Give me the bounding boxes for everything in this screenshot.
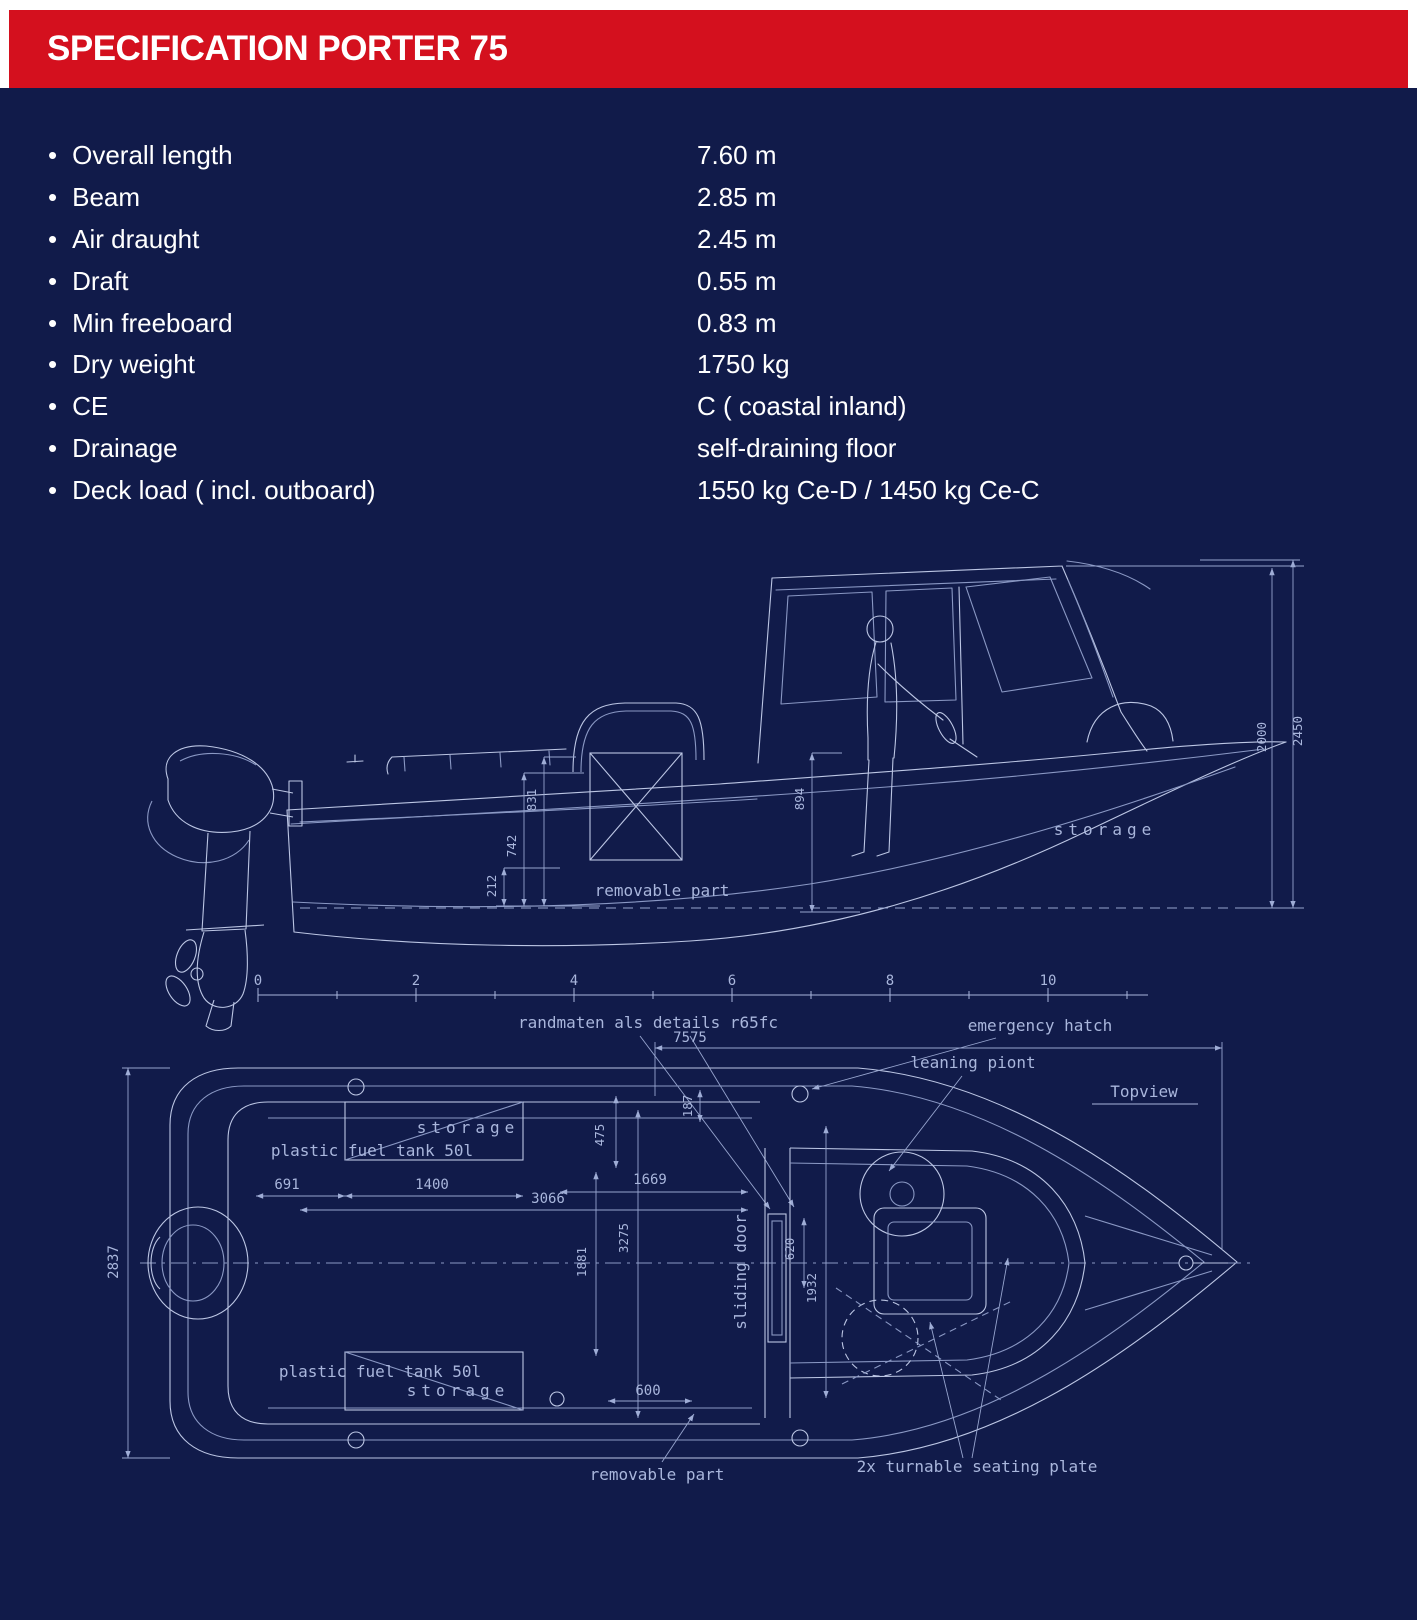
dim-742-label: 742 <box>504 835 519 858</box>
helmsman-figure <box>851 615 978 857</box>
storage-label-top: storage <box>417 1118 519 1137</box>
dim-2450-label: 2450 <box>1290 716 1305 746</box>
topview-label: Topview <box>1110 1082 1178 1101</box>
dim-2837-label: 2837 <box>106 1245 122 1279</box>
dim-831-label: 831 <box>524 789 539 812</box>
spec-label: Deck load ( incl. outboard) <box>48 475 697 506</box>
dim-894-label: 894 <box>792 788 807 811</box>
steering-wheel <box>935 712 957 744</box>
storage-label-bottom: storage <box>407 1381 509 1400</box>
dim-1881-label: 1881 <box>574 1247 589 1277</box>
spec-value: 0.83 m <box>697 307 777 338</box>
sliding-door-label: sliding door <box>731 1214 750 1330</box>
spec-label: CE <box>48 391 697 422</box>
top-view-hull <box>140 1067 1250 1459</box>
scale-tick-2: 2 <box>412 973 420 989</box>
seating-plate-label: 2x turnable seating plate <box>857 1457 1098 1476</box>
dim-3275-label: 3275 <box>616 1223 631 1253</box>
spec-label: Draft <box>48 266 697 297</box>
removable-part-label-bottom: removable part <box>590 1465 725 1484</box>
scale-tick-8: 8 <box>886 973 894 989</box>
side-view-dimensions <box>300 559 1304 1210</box>
cabin-plan <box>764 1147 1086 1418</box>
spec-row: Min freeboard 0.83 m <box>48 302 1368 344</box>
spec-row: Beam 2.85 m <box>48 177 1368 219</box>
caption-label: randmaten als details r65fc <box>518 1013 778 1032</box>
scale-tick-0: 0 <box>254 973 262 989</box>
console <box>873 1207 987 1315</box>
page-title: SPECIFICATION PORTER 75 <box>47 29 508 68</box>
dim-2000-label: 2000 <box>1254 722 1269 752</box>
spec-row: Draft 0.55 m <box>48 260 1368 302</box>
emergency-hatch-fitting <box>791 1085 809 1103</box>
spec-value: 7.60 m <box>697 140 777 171</box>
spec-label: Overall length <box>48 140 697 171</box>
spec-list: Overall length 7.60 m Beam 2.85 m Air dr… <box>48 135 1368 511</box>
removable-box <box>572 702 705 861</box>
fuel-tank-label-bottom: plastic fuel tank 50l <box>279 1362 481 1381</box>
seat-console <box>835 1151 1015 1403</box>
dim-691-label: 691 <box>274 1177 299 1193</box>
blueprint-drawing: 831 742 212 894 2000 2450 storage remova… <box>106 559 1305 1484</box>
dim-212-label: 212 <box>484 875 499 898</box>
spec-label: Dry weight <box>48 349 697 380</box>
aft-railing <box>346 748 567 775</box>
spec-value: 2.45 m <box>697 223 777 254</box>
spec-value: 1750 kg <box>697 349 790 380</box>
spec-label: Beam <box>48 182 697 213</box>
spec-label: Air draught <box>48 224 697 255</box>
scale-tick-6: 6 <box>728 973 736 989</box>
spec-label: Min freeboard <box>48 308 697 339</box>
dim-1932-label: 1932 <box>804 1273 819 1303</box>
header-banner: SPECIFICATION PORTER 75 <box>9 10 1408 88</box>
spec-row: Deck load ( incl. outboard) 1550 kg Ce-D… <box>48 469 1368 511</box>
spec-row: Overall length 7.60 m <box>48 135 1368 177</box>
removable-part-label-side: removable part <box>595 881 730 900</box>
scale-tick-4: 4 <box>570 973 578 989</box>
dim-1400-label: 1400 <box>415 1177 449 1193</box>
spec-row: Dry weight 1750 kg <box>48 344 1368 386</box>
spec-value: C ( coastal inland) <box>697 391 907 422</box>
outboard-motor <box>147 745 303 1032</box>
scale-tick-10: 10 <box>1040 973 1057 989</box>
emergency-hatch-label: emergency hatch <box>968 1016 1113 1035</box>
turnable-seat <box>859 1151 945 1237</box>
storage-label-side: storage <box>1054 820 1156 839</box>
top-view-dimensions <box>122 1037 1223 1463</box>
fuel-tank-label-top: plastic fuel tank 50l <box>271 1141 473 1160</box>
spec-row: CE C ( coastal inland) <box>48 386 1368 428</box>
spec-value: 2.85 m <box>697 182 777 213</box>
dim-600-label: 600 <box>635 1383 660 1399</box>
spec-value: 1550 kg Ce-D / 1450 kg Ce-C <box>697 474 1040 505</box>
sliding-door-plan <box>767 1213 787 1343</box>
spec-row: Drainage self-draining floor <box>48 428 1368 470</box>
scale-bar <box>257 988 1148 1002</box>
dim-475-label: 475 <box>592 1124 607 1147</box>
side-view-cabin <box>757 560 1174 764</box>
spec-value: self-draining floor <box>697 432 897 463</box>
spec-row: Air draught 2.45 m <box>48 219 1368 261</box>
side-view-hull <box>286 741 1287 947</box>
dim-620-label: 620 <box>782 1238 797 1261</box>
dim-1669-label: 1669 <box>633 1172 667 1188</box>
leaning-point-label: leaning piont <box>910 1053 1035 1072</box>
spec-value: 0.55 m <box>697 265 777 296</box>
dim-3066-label: 3066 <box>531 1191 565 1207</box>
storage-boxes <box>344 1078 809 1449</box>
spec-label: Drainage <box>48 433 697 464</box>
dim-187-label: 187 <box>680 1095 695 1118</box>
outboard-top-view <box>147 1206 249 1320</box>
dim-7575-label: 7575 <box>673 1030 707 1046</box>
